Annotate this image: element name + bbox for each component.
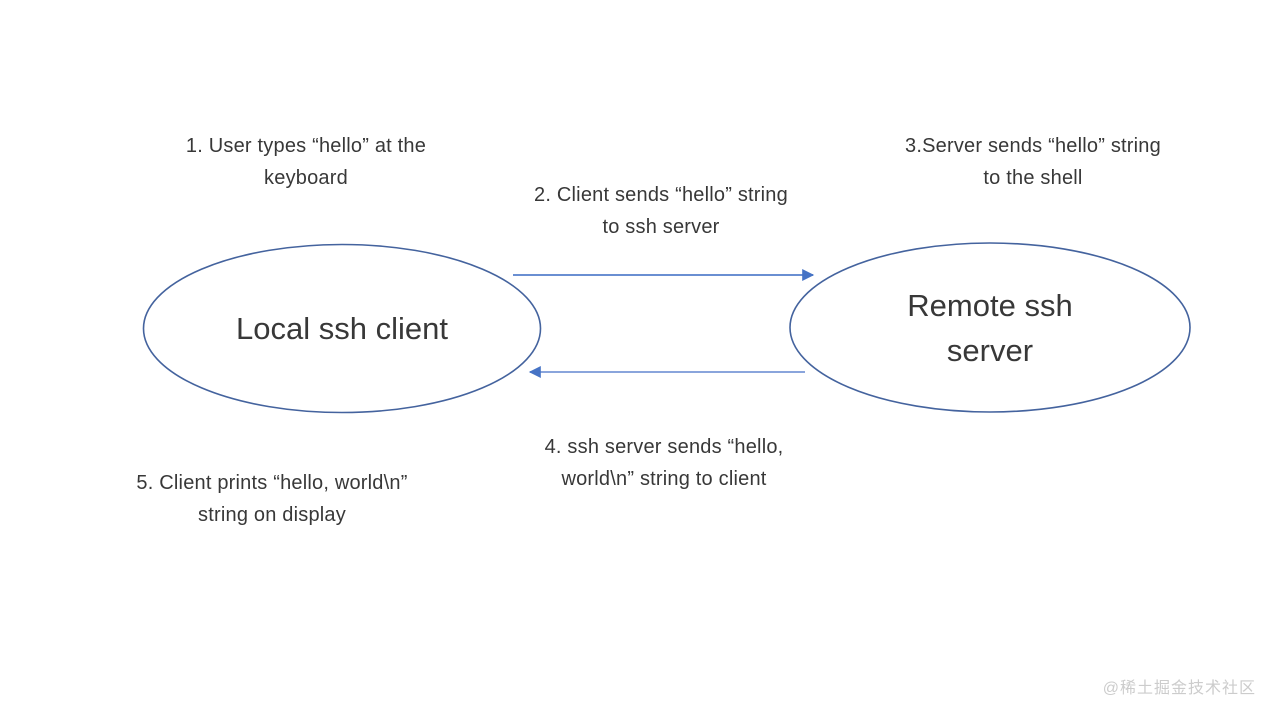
annotation-line: keyboard <box>264 167 348 189</box>
annotation-step-3: 3.Server sends “hello” string to the she… <box>823 130 1243 194</box>
annotation-step-5: 5. Client prints “hello, world\n” string… <box>62 467 482 531</box>
annotation-line: string on display <box>198 504 346 526</box>
annotation-line: world\n” string to client <box>561 468 767 490</box>
annotation-line: 5. Client prints “hello, world\n” <box>136 472 408 494</box>
watermark: @稀土掘金技术社区 <box>1102 680 1256 697</box>
ellipse-remote-ssh-server <box>789 242 1191 413</box>
annotation-step-4: 4. ssh server sends “hello, world\n” str… <box>454 431 874 495</box>
node-label-remote-ssh-server: Remote ssh server <box>907 287 1073 368</box>
annotation-line: 2. Client sends “hello” string <box>534 184 788 206</box>
annotation-step-2: 2. Client sends “hello” string to ssh se… <box>451 179 871 243</box>
annotation-line: 3.Server sends “hello” string <box>905 135 1161 157</box>
annotation-step-1: 1. User types “hello” at the keyboard <box>96 130 516 194</box>
annotation-line: to ssh server <box>602 216 720 238</box>
annotation-line: 1. User types “hello” at the <box>185 135 427 157</box>
annotation-line: to the shell <box>983 167 1083 189</box>
node-label-local-ssh-client: Local ssh client <box>236 310 448 346</box>
ellipse-local-ssh-client <box>142 243 542 414</box>
annotation-line: 4. ssh server sends “hello, <box>544 436 784 458</box>
